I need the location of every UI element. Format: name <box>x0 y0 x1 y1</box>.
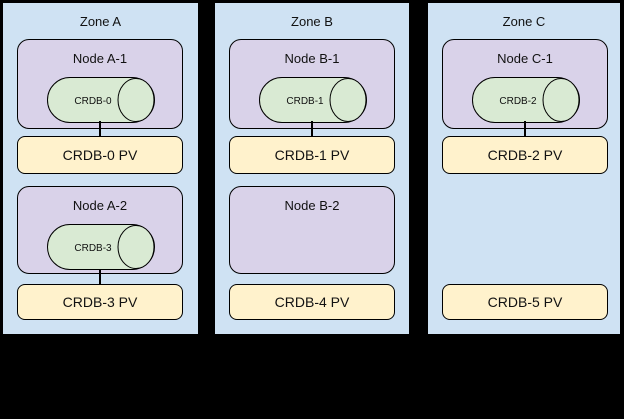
node-c1: Node C-1 CRDB-2 <box>442 39 608 129</box>
pod-pv-connector <box>99 121 101 138</box>
zone-c: Zone C Node C-1 CRDB-2 CRDB-2 PV CRDB-5 … <box>427 2 621 335</box>
pv-crdb-2-label: CRDB-2 PV <box>487 147 563 163</box>
pv-crdb-1: CRDB-1 PV <box>229 136 395 174</box>
zone-b-title: Zone B <box>291 14 333 29</box>
pv-crdb-1-label: CRDB-1 PV <box>274 147 350 163</box>
pod-crdb-1-label: CRDB-1 <box>286 96 324 107</box>
node-b2-label: Node B-2 <box>284 198 340 213</box>
pv-crdb-2: CRDB-2 PV <box>442 136 608 174</box>
pv-crdb-4: CRDB-4 PV <box>229 284 395 320</box>
pv-crdb-5-label: CRDB-5 PV <box>487 294 563 310</box>
pod-crdb-0-label: CRDB-0 <box>74 96 112 107</box>
node-a1: Node A-1 CRDB-0 <box>17 39 183 129</box>
pv-crdb-3: CRDB-3 PV <box>17 284 183 320</box>
node-c1-label: Node C-1 <box>497 51 553 66</box>
node-b2-empty: Node B-2 <box>229 186 395 274</box>
zone-b: Zone B Node B-1 CRDB-1 CRDB-1 PV Node B-… <box>214 2 410 335</box>
zone-a: Zone A Node A-1 CRDB-0 CRDB-0 PV Node A-… <box>2 2 199 335</box>
pv-crdb-0-label: CRDB-0 PV <box>62 147 138 163</box>
zone-c-title: Zone C <box>502 14 546 29</box>
node-b1: Node B-1 CRDB-1 <box>229 39 395 129</box>
database-cylinder-icon: CRDB-3 <box>47 224 155 270</box>
node-a1-label: Node A-1 <box>72 51 128 66</box>
database-cylinder-icon: CRDB-0 <box>47 77 155 123</box>
pod-pv-connector <box>99 269 101 286</box>
database-cylinder-icon: CRDB-1 <box>259 77 367 123</box>
pod-crdb-3-label: CRDB-3 <box>74 243 112 254</box>
zone-a-title: Zone A <box>79 14 122 29</box>
pod-pv-connector <box>311 121 313 138</box>
pod-crdb-2-label: CRDB-2 <box>499 96 537 107</box>
database-cylinder-icon: CRDB-2 <box>472 77 580 123</box>
node-b1-label: Node B-1 <box>284 51 340 66</box>
pv-crdb-4-label: CRDB-4 PV <box>274 294 350 310</box>
pv-crdb-0: CRDB-0 PV <box>17 136 183 174</box>
pod-pv-connector <box>524 121 526 138</box>
node-a2-label: Node A-2 <box>72 198 128 213</box>
pv-crdb-3-label: CRDB-3 PV <box>62 294 138 310</box>
node-a2: Node A-2 CRDB-3 <box>17 186 183 274</box>
pv-crdb-5: CRDB-5 PV <box>442 284 608 320</box>
